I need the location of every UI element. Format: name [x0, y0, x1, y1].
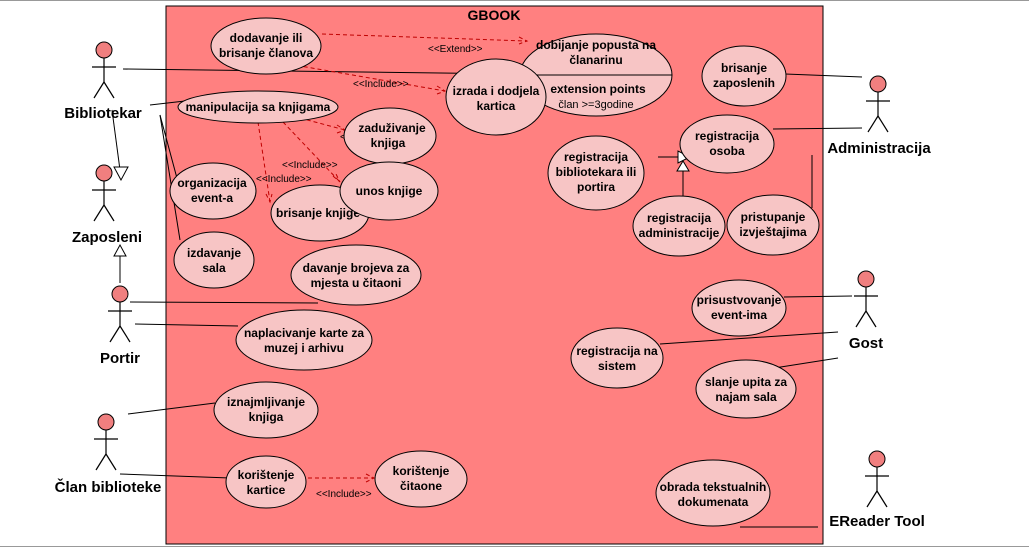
actor-head-icon: [868, 450, 886, 468]
usecase-prisustvovanje-eventima[interactable]: [691, 279, 787, 337]
actor-zaposleni[interactable]: [92, 164, 116, 222]
usecase-koristenje-citaone[interactable]: [374, 450, 468, 508]
actor-clan-biblioteke[interactable]: [94, 413, 118, 471]
generalizations: [111, 109, 692, 283]
usecase-organizacija-eventa[interactable]: [169, 162, 257, 220]
actor-head-icon: [111, 285, 129, 303]
actor-bibliotekar[interactable]: [92, 41, 116, 99]
system-title: GBOOK: [468, 7, 521, 23]
actor-head-icon: [857, 270, 875, 288]
actor-head-icon: [869, 75, 887, 93]
usecase-dodavanje-ili-brisanje-clanova[interactable]: [210, 17, 322, 75]
usecase-pristupanje-izvjestajima[interactable]: [726, 194, 820, 256]
extension-point: član >=3godine: [558, 99, 633, 111]
actor-zaposleni-label: Zaposleni: [72, 229, 142, 246]
usecase-koristenje-kartice[interactable]: [225, 455, 307, 509]
dependencies: [257, 33, 529, 483]
actor-administracija[interactable]: [866, 75, 890, 133]
usecase-slanje-upita[interactable]: [695, 359, 797, 419]
usecase-izdavanje-sala[interactable]: [173, 231, 255, 289]
include-label: <<Include>>: [256, 174, 312, 185]
actors: Bibliotekar Zaposleni Portir Član biblio…: [55, 41, 931, 530]
usecase-manipulacija-sa-knjigama[interactable]: [177, 90, 339, 124]
actor-administracija-label: Administracija: [827, 140, 931, 157]
actor-head-icon: [95, 164, 113, 182]
usecase-iznajmljivanje-knjiga[interactable]: [213, 381, 319, 439]
actor-portir[interactable]: [108, 285, 132, 343]
include-label: <<Include>>: [316, 489, 372, 500]
usecase-davanje-brojeva[interactable]: [290, 244, 422, 306]
usecase-registracija-osoba[interactable]: [679, 114, 775, 174]
usecase-brisanje-knjige-label: brisanje knjige: [276, 206, 360, 220]
actor-ereader-tool[interactable]: [865, 450, 889, 508]
include-label: <<Include>>: [282, 160, 338, 171]
usecase-obrada-dokumenata[interactable]: [655, 459, 771, 527]
actor-gost[interactable]: [854, 270, 878, 328]
extension-points-heading: extension points: [550, 82, 646, 96]
actor-clan-label: Član biblioteke: [55, 478, 162, 496]
actor-bibliotekar-label: Bibliotekar: [64, 105, 142, 122]
usecase-izrada-i-dodjela-kartica[interactable]: [445, 58, 547, 136]
usecase-naplacivanje-karte[interactable]: [235, 309, 373, 371]
usecase-brisanje-zaposlenih[interactable]: [701, 45, 787, 107]
include-label: <<Include>>: [353, 79, 409, 90]
usecase-unos-knjige[interactable]: [339, 161, 439, 221]
actor-head-icon: [95, 41, 113, 59]
extend-label: <<Extend>>: [428, 44, 483, 55]
usecase-registracija-bibliotekara[interactable]: [547, 135, 645, 211]
actor-ereader-label: EReader Tool: [829, 513, 925, 530]
usecase-registracija-na-sistem[interactable]: [570, 327, 664, 389]
associations: [119, 68, 863, 528]
actor-head-icon: [97, 413, 115, 431]
actor-gost-label: Gost: [849, 335, 883, 352]
usecase-unos-label: unos knjige: [356, 184, 423, 198]
usecase-manipulacija-label: manipulacija sa knjigama: [186, 100, 331, 114]
usecase-registracija-administracije[interactable]: [632, 195, 726, 257]
actor-portir-label: Portir: [100, 350, 140, 367]
